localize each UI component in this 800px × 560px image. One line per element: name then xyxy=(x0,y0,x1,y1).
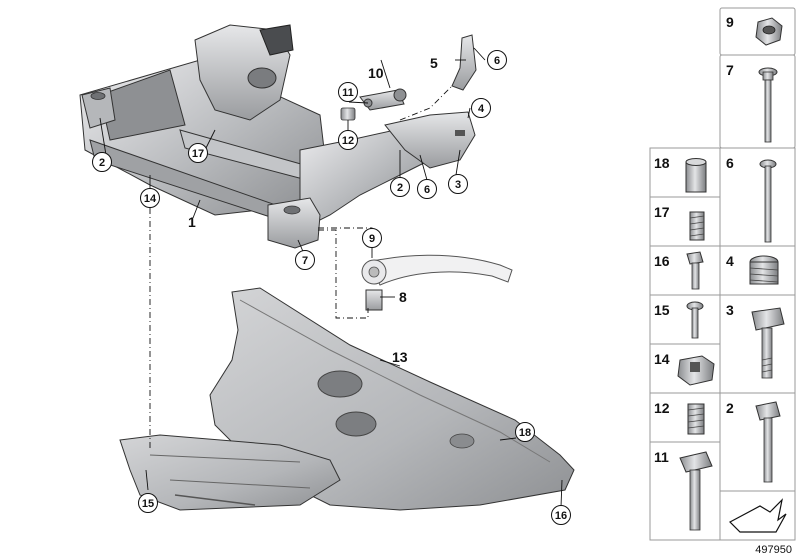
leader-lines xyxy=(99,47,563,508)
callout-16: 16 xyxy=(551,505,571,525)
panel-num-9: 9 xyxy=(726,14,734,30)
panel-num-17: 17 xyxy=(654,204,670,220)
svg-text:2: 2 xyxy=(99,157,105,169)
bolt-part-16 xyxy=(686,251,704,290)
svg-text:9: 9 xyxy=(369,233,375,245)
svg-text:3: 3 xyxy=(455,179,461,191)
link-plate-part-10 xyxy=(359,88,407,111)
bolt-part-7 xyxy=(758,67,778,143)
callout-15: 15 xyxy=(138,493,158,513)
callout-3: 3 xyxy=(448,174,468,194)
label-5: 5 xyxy=(430,55,438,71)
panel-num-7: 7 xyxy=(726,62,734,78)
control-arm xyxy=(361,254,513,311)
callout-14: 14 xyxy=(140,188,160,208)
parts-panel xyxy=(649,7,796,541)
callout-12: 12 xyxy=(338,130,358,150)
bolt-part-11 xyxy=(679,451,713,531)
panel-num-4: 4 xyxy=(726,253,734,269)
front-underbody-panel xyxy=(119,434,341,511)
callout-17: 17 xyxy=(188,143,208,163)
sleeve-part-18 xyxy=(685,158,707,193)
insert-part-17 xyxy=(689,211,705,241)
callout-7: 7 xyxy=(295,250,315,270)
svg-text:15: 15 xyxy=(142,498,154,510)
bolt-part-6 xyxy=(759,159,777,243)
svg-text:16: 16 xyxy=(555,510,567,522)
svg-text:12: 12 xyxy=(342,135,354,147)
insert-part-4 xyxy=(749,255,779,285)
arrow-icon xyxy=(729,498,787,533)
panel-num-12: 12 xyxy=(654,400,670,416)
svg-text:6: 6 xyxy=(494,55,500,67)
svg-text:14: 14 xyxy=(144,193,157,205)
svg-text:18: 18 xyxy=(519,427,531,439)
callout-11: 11 xyxy=(338,82,358,102)
bush-part-12 xyxy=(340,107,356,121)
callout-18: 18 xyxy=(515,422,535,442)
callout-6-top: 6 xyxy=(487,50,507,70)
panel-num-11: 11 xyxy=(654,449,669,465)
label-1: 1 xyxy=(188,214,196,230)
callout-4: 4 xyxy=(471,98,491,118)
label-8: 8 xyxy=(399,289,407,305)
svg-text:2: 2 xyxy=(397,182,403,194)
label-13: 13 xyxy=(392,349,408,365)
insert-part-12 xyxy=(687,403,705,435)
screw-part-15 xyxy=(686,301,704,339)
panel-num-14: 14 xyxy=(654,351,670,367)
svg-text:11: 11 xyxy=(342,87,354,99)
reference-number: 497950 xyxy=(755,544,792,556)
bracket-part-5 xyxy=(451,34,477,91)
panel-num-6: 6 xyxy=(726,155,734,171)
callout-6-mid: 6 xyxy=(417,179,437,199)
panel-num-16: 16 xyxy=(654,253,670,269)
panel-num-18: 18 xyxy=(654,155,670,171)
svg-text:4: 4 xyxy=(478,103,485,115)
callout-2-left: 2 xyxy=(92,152,112,172)
label-10: 10 xyxy=(368,65,384,81)
callout-2-mid: 2 xyxy=(390,177,410,197)
panel-num-2: 2 xyxy=(726,400,734,416)
bolt-part-3 xyxy=(751,307,785,379)
svg-text:17: 17 xyxy=(192,148,204,160)
front-subframe xyxy=(79,24,476,249)
panel-num-15: 15 xyxy=(654,302,670,318)
clip-nut-part-14 xyxy=(677,355,715,386)
bolt-part-2 xyxy=(755,401,781,483)
callout-9: 9 xyxy=(362,228,382,248)
nut-part-9 xyxy=(755,17,783,46)
svg-text:7: 7 xyxy=(302,255,308,267)
svg-text:6: 6 xyxy=(424,184,430,196)
panel-num-3: 3 xyxy=(726,302,734,318)
